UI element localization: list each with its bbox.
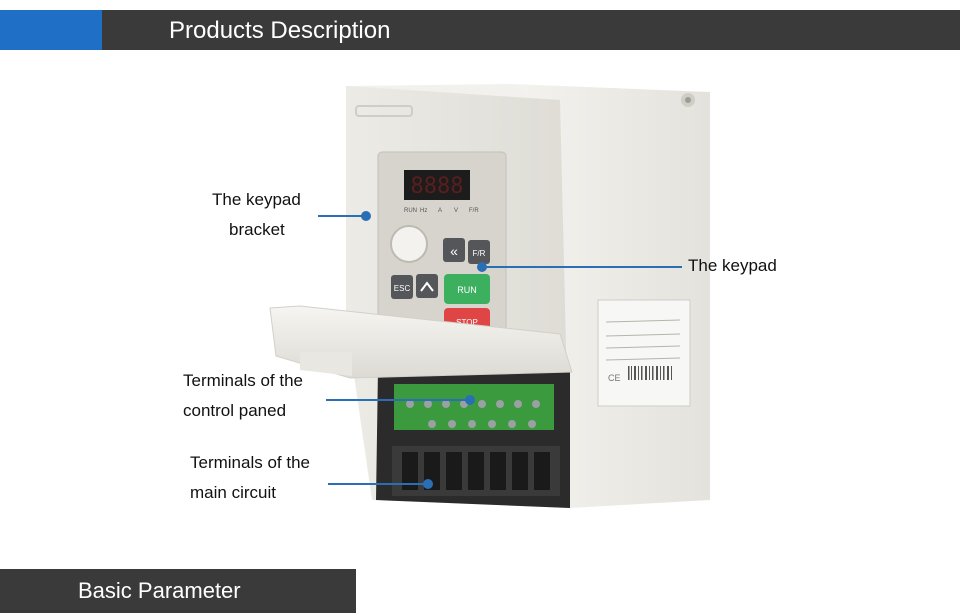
indicator-hz-label: Hz (420, 208, 427, 214)
header-accent-block (0, 10, 102, 50)
fr-button-label: F/R (473, 249, 486, 258)
potentiometer-knob[interactable] (390, 225, 428, 263)
callout-lines (318, 211, 682, 489)
nameplate (597, 299, 691, 407)
callout-keypad-bracket-line2: bracket (229, 220, 285, 239)
esc-button-label: ESC (394, 284, 411, 293)
basic-parameter-title: Basic Parameter (78, 578, 241, 603)
callout-main-terminals-line2: main circuit (190, 483, 276, 502)
section-footer-header: Basic Parameter (0, 569, 356, 613)
section-header: Products Description (0, 10, 960, 50)
indicator-run-label: RUN (404, 208, 417, 214)
indicator-labels: RUN Hz A V F/R (404, 208, 479, 214)
chevron-up-icon (420, 281, 434, 292)
main-circuit-terminals (392, 446, 560, 496)
callout-main-terminals-line1: Terminals of the (190, 453, 310, 472)
shift-button[interactable] (443, 238, 465, 262)
run-button[interactable] (444, 274, 490, 304)
led-display (404, 170, 470, 200)
double-chevron-left-icon: « (450, 243, 458, 259)
stop-button-label: STOP (456, 318, 478, 327)
barcode (628, 366, 672, 380)
led-digits: 8888 (411, 174, 464, 199)
callout-control-terminals-line2: control paned (183, 401, 287, 420)
fr-button[interactable] (468, 240, 490, 264)
run-button-label: RUN (457, 285, 477, 295)
esc-button[interactable] (391, 275, 413, 299)
vent-slot (355, 105, 413, 117)
up-button[interactable] (416, 274, 438, 298)
indicator-fr-label: F/R (469, 208, 479, 214)
callout-keypad-bracket-line1: The keypad (212, 190, 301, 209)
indicator-v-label: V (454, 208, 458, 214)
ce-mark: CE (608, 373, 621, 383)
callout-control-terminals-line1: Terminals of the (183, 371, 303, 390)
section-title: Products Description (169, 17, 391, 44)
indicator-a-label: A (438, 208, 442, 214)
callout-keypad: The keypad (688, 256, 777, 275)
